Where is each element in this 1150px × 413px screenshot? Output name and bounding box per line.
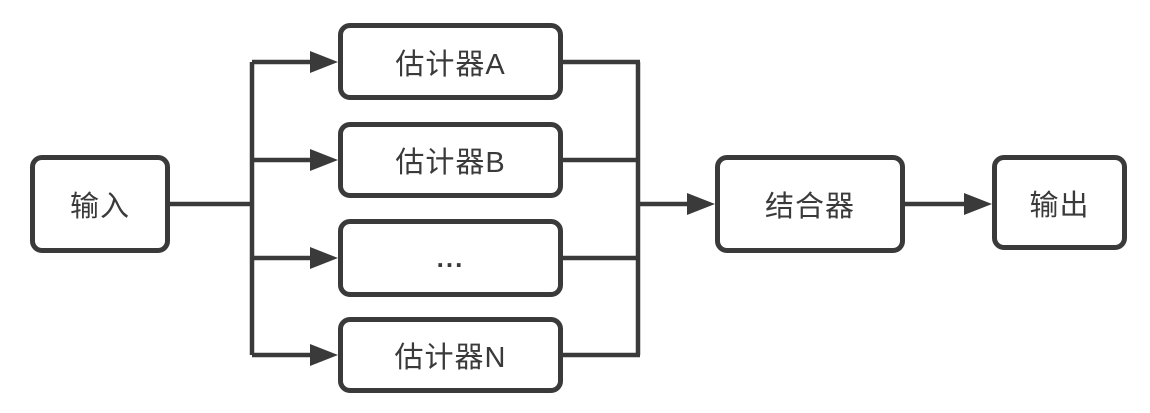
node-combiner: 结合器 <box>715 155 905 253</box>
arrowhead-into-estimator-a <box>310 51 338 73</box>
node-estimator-ellipsis-label: ... <box>436 242 465 273</box>
node-output-label: 输出 <box>1029 189 1090 222</box>
node-estimator-a: 估计器A <box>338 23 563 100</box>
node-estimator-n-label: 估计器N <box>394 342 507 374</box>
node-estimator-b-label: 估计器B <box>395 147 506 179</box>
node-estimator-ellipsis: ... <box>338 219 563 297</box>
arrowhead-into-combiner <box>687 193 715 215</box>
node-input: 输入 <box>30 155 170 253</box>
arrowhead-into-estimator-n <box>310 344 338 366</box>
arrowhead-into-estimator-dots <box>310 247 338 269</box>
node-output: 输出 <box>992 155 1127 250</box>
arrowhead-into-output <box>964 193 992 215</box>
node-input-label: 输入 <box>69 191 130 223</box>
node-combiner-label: 结合器 <box>764 191 855 223</box>
node-estimator-a-label: 估计器A <box>395 48 506 81</box>
arrowhead-into-estimator-b <box>310 149 338 171</box>
node-estimator-b: 估计器B <box>338 122 563 198</box>
node-estimator-n: 估计器N <box>338 317 563 393</box>
